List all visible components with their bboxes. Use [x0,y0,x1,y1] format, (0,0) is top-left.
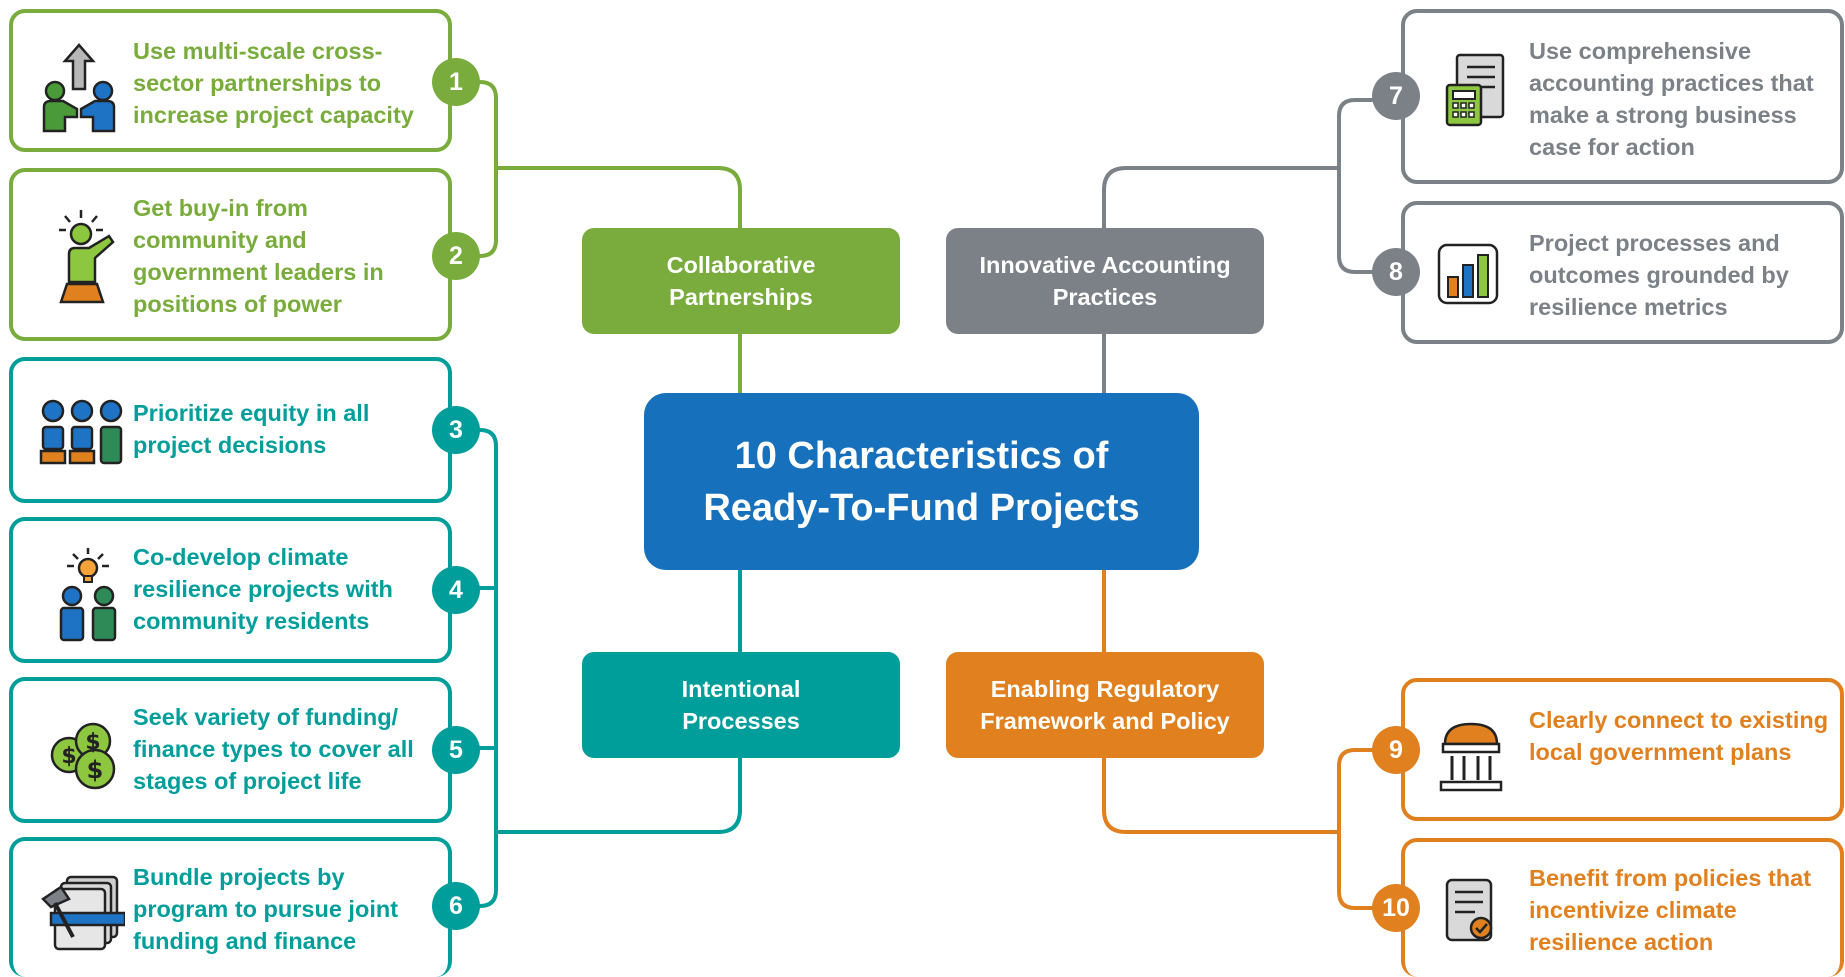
item-text-3: Prioritize equity in all project decisio… [133,400,370,458]
item-card-1: Use multi-scale cross-sector partnership… [9,9,452,152]
category-enabling-regulatory: Enabling Regulatory Framework and Policy [946,652,1264,758]
calculator-document-icon [1445,53,1505,127]
item-text-5: Seek variety of funding/ finance types t… [133,704,414,794]
item-number-9: 9 [1372,726,1420,774]
item-number-7: 7 [1372,72,1420,120]
svg-text:$: $ [85,730,100,755]
category-innovative-accounting: Innovative Accounting Practices [946,228,1264,334]
people-group-icon [39,399,123,465]
item-number-1: 1 [432,58,480,106]
idea-people-icon [59,548,117,642]
policy-document-check-icon [1445,878,1493,942]
item-number-4: 4 [432,566,480,614]
item-card-3: Prioritize equity in all project decisio… [9,357,452,503]
item-text-4: Co-develop climate resilience projects w… [133,544,393,634]
item-card-9: Clearly connect to existing local govern… [1401,678,1844,821]
item-text-6: Bundle projects by program to pursue joi… [133,864,399,954]
item-card-5: $ $ $ Seek variety of funding/ finance t… [9,677,452,823]
item-number-5: 5 [432,726,480,774]
government-building-icon [1439,722,1503,792]
document-bundle-icon [41,875,125,951]
item-text-7: Use comprehensive accounting practices t… [1529,38,1814,160]
item-text-8: Project processes and outcomes grounded … [1529,230,1789,320]
leader-podium-icon [59,210,115,304]
svg-text:$: $ [61,744,76,769]
item-card-7: Use comprehensive accounting practices t… [1401,9,1844,184]
item-card-10: Benefit from policies that incentivize c… [1401,838,1844,977]
item-number-3: 3 [432,406,480,454]
category-collaborative-partnerships: Collaborative Partnerships [582,228,900,334]
main-title: 10 Characteristics of Ready-To-Fund Proj… [703,434,1140,529]
item-card-6: Bundle projects by program to pursue joi… [9,837,452,977]
svg-text:$: $ [87,756,104,784]
item-number-8: 8 [1372,248,1420,296]
main-title-box: 10 Characteristics of Ready-To-Fund Proj… [644,393,1199,570]
item-card-4: Co-develop climate resilience projects w… [9,517,452,663]
item-card-8: Project processes and outcomes grounded … [1401,201,1844,344]
item-text-10: Benefit from policies that incentivize c… [1529,865,1812,955]
partnership-arrow-icon [42,43,116,133]
item-text-9: Clearly connect to existing local govern… [1529,707,1829,765]
item-number-6: 6 [432,882,480,930]
bar-chart-icon [1437,243,1499,305]
money-coins-icon: $ $ $ [50,722,116,790]
item-text-1: Use multi-scale cross-sector partnership… [133,38,414,128]
category-intentional-processes: Intentional Processes [582,652,900,758]
item-text-2: Get buy-in from community and government… [133,195,384,317]
item-number-2: 2 [432,232,480,280]
item-card-2: Get buy-in from community and government… [9,168,452,341]
item-number-10: 10 [1372,884,1420,932]
